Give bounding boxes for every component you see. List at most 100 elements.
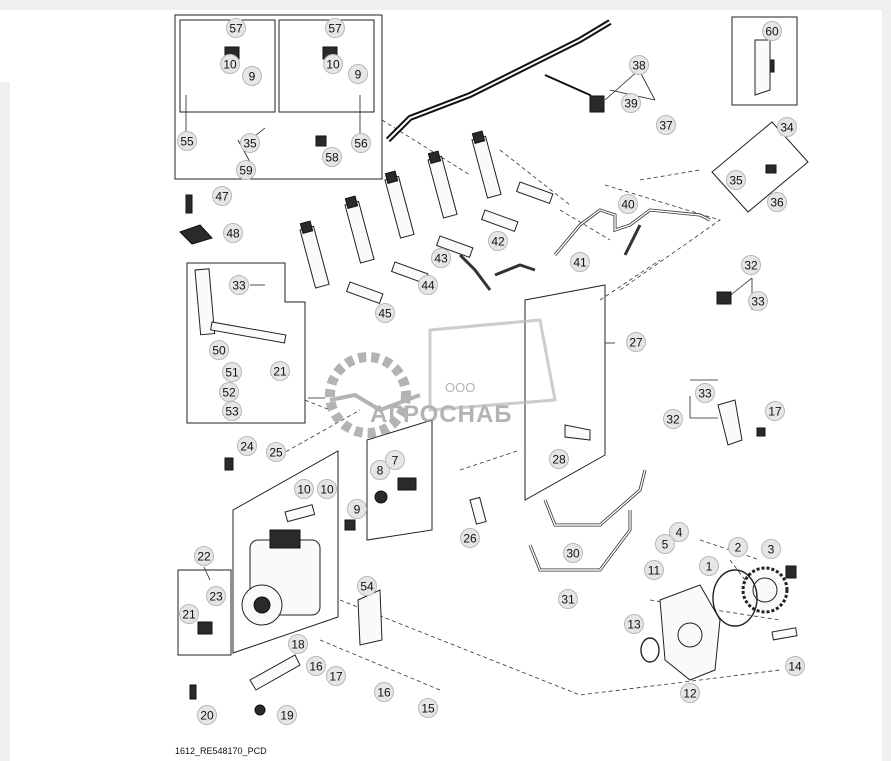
callout-number: 59 <box>239 164 253 178</box>
callout-5: 5 <box>655 534 675 554</box>
callout-number: 33 <box>232 279 246 293</box>
callout-number: 10 <box>326 58 340 72</box>
inset-box-22 <box>177 569 232 656</box>
callout-bubble <box>761 539 781 559</box>
callout-number: 42 <box>491 235 505 249</box>
callout-21: 21 <box>179 604 199 624</box>
callout-bubble <box>306 656 326 676</box>
callout-24: 24 <box>237 436 257 456</box>
callout-bubble <box>726 170 746 190</box>
callout-9: 9 <box>242 66 262 86</box>
callout-number: 20 <box>200 709 214 723</box>
callout-55: 55 <box>177 131 197 151</box>
callout-number: 17 <box>768 405 782 419</box>
callout-number: 11 <box>648 564 661 578</box>
callout-bubble <box>618 194 638 214</box>
diagram-sheet <box>10 10 882 761</box>
callout-12: 12 <box>680 683 700 703</box>
callout-number: 48 <box>226 227 240 241</box>
callout-bubble <box>695 383 715 403</box>
callout-44: 44 <box>418 275 438 295</box>
callout-bubble <box>765 401 785 421</box>
callout-number: 1 <box>706 560 713 574</box>
callout-bubble <box>762 21 782 41</box>
callout-bubble <box>194 546 214 566</box>
inset-box-injector-lines <box>174 14 383 180</box>
callout-19: 19 <box>277 705 297 725</box>
callout-number: 28 <box>552 453 566 467</box>
small-parts <box>179 39 777 716</box>
injectors <box>194 130 502 336</box>
callout-26: 26 <box>460 528 480 548</box>
callout-37: 37 <box>656 115 676 135</box>
callout-number: 9 <box>354 503 361 517</box>
callout-bubble <box>326 666 346 686</box>
callout-bubble <box>266 442 286 462</box>
callout-bubble <box>375 303 395 323</box>
callout-bubble <box>699 556 719 576</box>
callout-number: 18 <box>291 638 305 652</box>
callout-bubble <box>741 255 761 275</box>
callout-14: 14 <box>785 656 805 676</box>
callout-bubble <box>570 252 590 272</box>
callout-18: 18 <box>288 634 308 654</box>
callout-number: 32 <box>744 259 758 273</box>
callout-number: 38 <box>632 59 646 73</box>
callout-number: 45 <box>378 307 392 321</box>
callout-number: 22 <box>197 550 211 564</box>
callout-number: 2 <box>735 541 742 555</box>
callout-40: 40 <box>618 194 638 214</box>
callout-number: 5 <box>662 538 669 552</box>
callout-number: 16 <box>377 686 391 700</box>
callout-bubble <box>728 537 748 557</box>
callout-bubble <box>236 160 256 180</box>
callout-bubble <box>680 683 700 703</box>
callout-number: 47 <box>215 190 229 204</box>
callout-bubble <box>644 560 664 580</box>
high-pressure-lines-bottom <box>528 469 647 572</box>
callout-number: 32 <box>666 413 680 427</box>
callout-3: 3 <box>761 539 781 559</box>
fuel-rail-harness <box>385 19 612 143</box>
callout-number: 35 <box>729 174 743 188</box>
callout-number: 9 <box>355 68 362 82</box>
callout-59: 59 <box>236 160 256 180</box>
callout-bubble <box>223 223 243 243</box>
callout-number: 25 <box>269 446 283 460</box>
callout-9: 9 <box>348 64 368 84</box>
callout-bubble <box>549 449 569 469</box>
callout-bubble <box>431 248 451 268</box>
callout-number: 33 <box>698 387 712 401</box>
callout-10: 10 <box>317 479 337 499</box>
callout-number: 23 <box>209 590 223 604</box>
callout-bubble <box>669 522 689 542</box>
callout-number: 31 <box>561 593 575 607</box>
callout-bubble <box>558 589 578 609</box>
callout-32: 32 <box>663 409 683 429</box>
callout-number: 4 <box>676 526 683 540</box>
callout-bubble <box>629 55 649 75</box>
callout-bubble <box>220 54 240 74</box>
callout-22: 22 <box>194 546 214 566</box>
callout-number: 10 <box>223 58 237 72</box>
callout-number: 27 <box>629 336 643 350</box>
callout-35: 35 <box>240 133 260 153</box>
callout-21: 21 <box>270 361 290 381</box>
callout-number: 26 <box>463 532 477 546</box>
callout-bubble <box>785 656 805 676</box>
callout-bubble <box>374 682 394 702</box>
callout-number: 37 <box>659 119 673 133</box>
callout-23: 23 <box>206 586 226 606</box>
callout-25: 25 <box>266 442 286 462</box>
callout-bubble <box>325 18 345 38</box>
callout-bubble <box>222 362 242 382</box>
callout-number: 43 <box>434 252 448 266</box>
callout-16: 16 <box>306 656 326 676</box>
callout-bubble <box>460 528 480 548</box>
callout-7: 7 <box>385 450 405 470</box>
callout-bubble <box>242 66 262 86</box>
watermark-prefix: ООО <box>445 380 475 395</box>
watermark-brand: АГРОСНАБ <box>370 401 513 428</box>
callout-2: 2 <box>728 537 748 557</box>
